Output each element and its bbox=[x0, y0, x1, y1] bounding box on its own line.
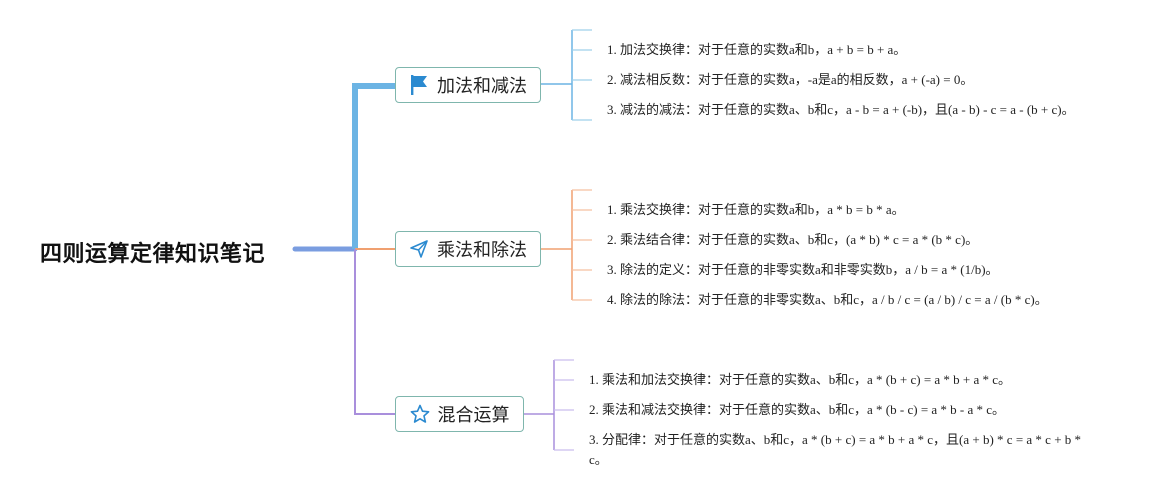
leaf-item: 2. 乘法和减法交换律：对于任意的实数a、b和c，a * (b - c) = a… bbox=[589, 402, 1006, 417]
leaf-item: 4. 除法的除法：对于任意的非零实数a、b和c，a / b / c = (a /… bbox=[607, 292, 1048, 307]
paper-plane-icon bbox=[409, 239, 429, 259]
branch-multiplication-division[interactable]: 乘法和除法 bbox=[395, 231, 541, 267]
trunk-branch-1 bbox=[352, 83, 395, 249]
leaf-item: 2. 乘法结合律：对于任意的实数a、b和c，(a * b) * c = a * … bbox=[607, 232, 979, 247]
branch-mixed-operations[interactable]: 混合运算 bbox=[395, 396, 524, 432]
leaf-item: 2. 减法相反数：对于任意的实数a，-a是a的相反数，a + (-a) = 0。 bbox=[607, 72, 974, 87]
branch-label: 混合运算 bbox=[437, 405, 510, 425]
leaf-item: 1. 乘法交换律：对于任意的实数a和b，a * b = b * a。 bbox=[607, 202, 905, 217]
leaf-item: 3. 减法的减法：对于任意的实数a、b和c，a - b = a + (-b)，且… bbox=[607, 102, 1075, 117]
star-icon bbox=[410, 404, 430, 424]
flag-icon bbox=[409, 74, 429, 96]
leaf-item: 3. 分配律：对于任意的实数a、b和c，a * (b + c) = a * b … bbox=[589, 432, 1082, 467]
root-topic[interactable]: 四则运算定律知识笔记 bbox=[40, 241, 266, 266]
branch-label: 加法和减法 bbox=[437, 76, 527, 96]
branch-label: 乘法和除法 bbox=[437, 240, 527, 260]
leaf-item: 1. 加法交换律：对于任意的实数a和b，a + b = b + a。 bbox=[607, 42, 907, 57]
leaf-item: 1. 乘法和加法交换律：对于任意的实数a、b和c，a * (b + c) = a… bbox=[589, 372, 1012, 387]
trunk-branch-3 bbox=[354, 249, 395, 415]
leaf-item: 3. 除法的定义：对于任意的非零实数a和非零实数b，a / b = a * (1… bbox=[607, 262, 999, 277]
branch-addition-subtraction[interactable]: 加法和减法 bbox=[395, 67, 541, 103]
